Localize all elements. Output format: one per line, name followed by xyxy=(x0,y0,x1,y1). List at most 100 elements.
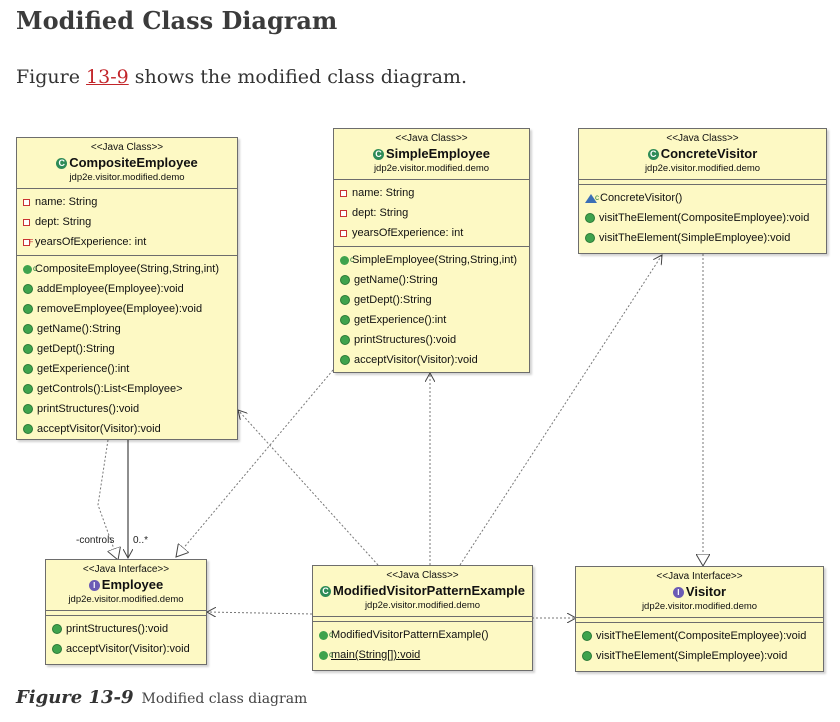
methods-section: ConcreteVisitor() visitTheElement(Compos… xyxy=(579,185,826,251)
method-row: acceptVisitor(Visitor):void xyxy=(23,419,231,439)
fields-section xyxy=(46,611,206,616)
class-modified-visitor-pattern-example[interactable]: <<Java Class>> C ModifiedVisitorPatternEx… xyxy=(312,565,533,671)
field-row: dept: String xyxy=(23,212,231,232)
field-row: yearsOfExperience: int xyxy=(340,223,523,243)
final-field-icon xyxy=(23,233,33,253)
package-name: jdp2e.visitor.modified.demo xyxy=(68,594,184,605)
public-method-icon xyxy=(340,335,350,346)
method-row: visitTheElement(CompositeEmployee):void xyxy=(585,208,820,228)
methods-section: SimpleEmployee(String,String,int) getNam… xyxy=(334,247,529,373)
method-row: getExperience():int xyxy=(23,359,231,379)
method-row: visitTheElement(SimpleEmployee):void xyxy=(585,228,820,248)
private-field-icon xyxy=(23,218,30,226)
field-row: name: String xyxy=(340,183,523,203)
public-method-icon xyxy=(340,295,350,306)
public-method-icon xyxy=(23,344,33,355)
method-row: ConcreteVisitor() xyxy=(585,188,820,208)
method-row: removeEmployee(Employee):void xyxy=(23,299,231,319)
class-icon: C xyxy=(320,586,332,598)
fields-section xyxy=(313,617,532,622)
constructor-icon xyxy=(23,259,37,279)
method-row: addEmployee(Employee):void xyxy=(23,279,231,299)
section-heading: Modified Class Diagram xyxy=(16,6,338,35)
dep-example-composite xyxy=(238,410,379,566)
method-row: printStructures():void xyxy=(23,399,231,419)
public-method-icon xyxy=(52,624,62,635)
package-name: jdp2e.visitor.modified.demo xyxy=(644,163,761,174)
methods-section: CompositeEmployee(String,String,int) add… xyxy=(17,256,237,442)
stereotype: <<Java Class>> xyxy=(666,133,739,144)
public-method-icon xyxy=(23,404,33,415)
public-method-icon xyxy=(585,233,595,244)
intro-suffix: shows the modified class diagram. xyxy=(128,66,467,88)
figure-link[interactable]: 13-9 xyxy=(86,66,129,88)
realize-simple-employee xyxy=(176,369,334,557)
method-row: printStructures():void xyxy=(52,619,200,639)
stereotype: <<Java Class>> xyxy=(90,142,164,153)
public-method-icon xyxy=(23,424,33,435)
package-name: jdp2e.visitor.modified.demo xyxy=(69,172,185,183)
controls-role-label: -controls xyxy=(76,535,115,546)
private-field-icon xyxy=(340,189,347,197)
method-row: ModifiedVisitorPatternExample() xyxy=(319,625,526,645)
figure-number: Figure 13-9 xyxy=(16,687,134,708)
fields-section xyxy=(576,618,823,623)
public-method-icon xyxy=(23,384,33,395)
public-method-icon xyxy=(340,315,350,326)
public-method-icon xyxy=(23,324,33,335)
realize-composite-employee xyxy=(97,439,118,560)
intro-prefix: Figure xyxy=(16,66,87,88)
interface-icon: I xyxy=(672,587,684,599)
interface-icon: I xyxy=(88,580,100,592)
public-method-icon xyxy=(23,304,33,315)
fields-section: name: String dept: String yearsOfExperie… xyxy=(334,180,529,247)
package-name: jdp2e.visitor.modified.demo xyxy=(641,601,758,612)
method-row: visitTheElement(CompositeEmployee):void xyxy=(582,626,817,646)
method-row: getName():String xyxy=(23,319,231,339)
method-row: acceptVisitor(Visitor):void xyxy=(340,350,523,370)
stereotype: <<Java Class>> xyxy=(386,570,459,581)
fields-section xyxy=(579,180,826,185)
stereotype: <<Java Class>> xyxy=(395,133,468,144)
class-icon: C xyxy=(372,149,384,161)
method-row: SimpleEmployee(String,String,int) xyxy=(340,250,523,270)
public-method-icon xyxy=(585,213,595,224)
method-row: main(String[]):void xyxy=(319,645,526,665)
field-row: name: String xyxy=(23,192,231,212)
dep-example-employee xyxy=(207,612,313,614)
method-row: getDept():String xyxy=(23,339,231,359)
multiplicity-label: 0..* xyxy=(133,535,149,546)
public-method-icon xyxy=(582,651,592,662)
intro-paragraph: Figure 13-9 shows the modified class dia… xyxy=(16,66,467,88)
package-name: jdp2e.visitor.modified.demo xyxy=(364,600,481,611)
caption-text: Modified class diagram xyxy=(141,691,308,707)
field-row: yearsOfExperience: int xyxy=(23,232,231,253)
method-row: printStructures():void xyxy=(340,330,523,350)
constructor-icon xyxy=(585,188,599,208)
method-row: getName():String xyxy=(340,270,523,290)
package-name: jdp2e.visitor.modified.demo xyxy=(373,163,490,174)
static-method-icon xyxy=(319,645,333,665)
dep-example-concrete xyxy=(459,255,662,566)
class-icon: C xyxy=(56,158,68,170)
method-row: CompositeEmployee(String,String,int) xyxy=(23,259,231,279)
method-row: getControls():List<Employee> xyxy=(23,379,231,399)
private-field-icon xyxy=(23,198,30,206)
method-row: acceptVisitor(Visitor):void xyxy=(52,639,200,659)
public-method-icon xyxy=(52,644,62,655)
